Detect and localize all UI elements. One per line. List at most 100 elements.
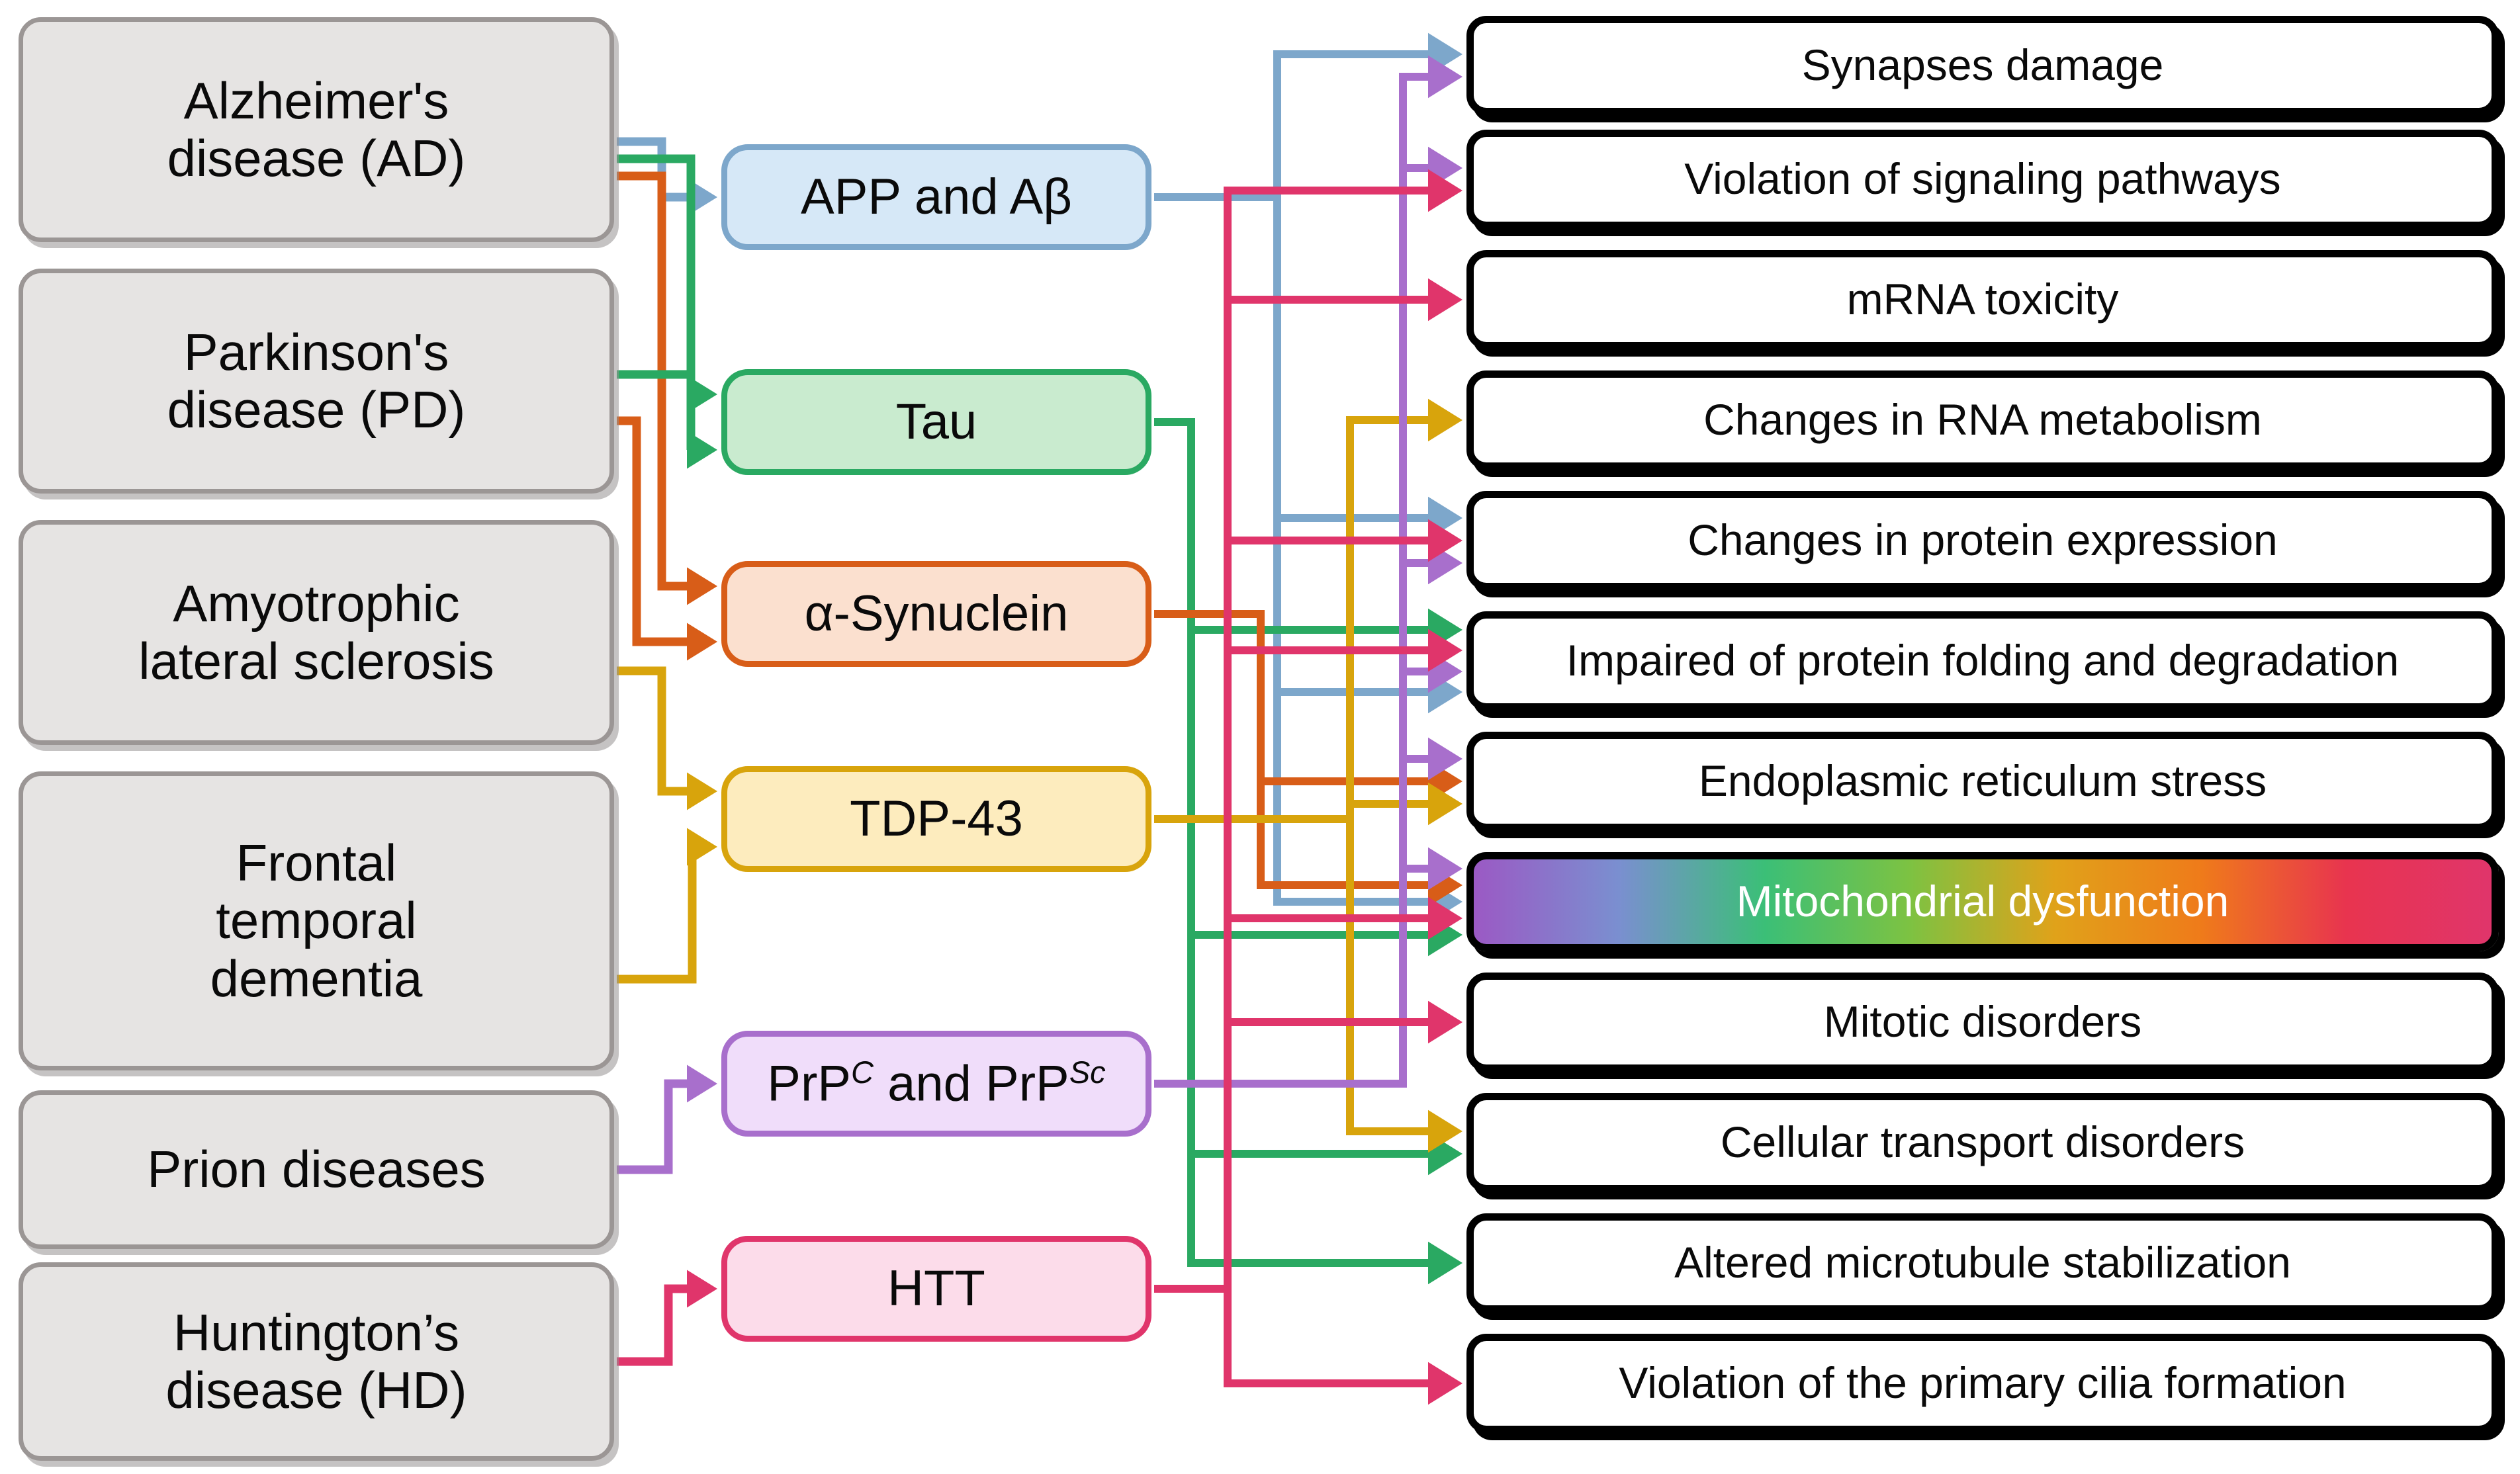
protein-node-tdp[interactable]: TDP-43 xyxy=(721,766,1151,872)
protein-label: HTT xyxy=(887,1260,985,1317)
connector-path xyxy=(1154,914,1433,1293)
arrow-head xyxy=(687,567,717,605)
outcome-node-o1[interactable]: Synapses damage xyxy=(1466,16,2499,115)
connector-path xyxy=(1154,193,1433,522)
outcome-label: Endoplasmic reticulum stress xyxy=(1698,756,2267,806)
connector-path xyxy=(617,171,691,591)
connector-path xyxy=(1154,755,1433,1088)
outcome-label: Impaired of protein folding and degradat… xyxy=(1566,636,2400,685)
arrow-head xyxy=(1428,650,1462,693)
outcome-node-o4[interactable]: Changes in RNA metabolism xyxy=(1466,370,2499,470)
connector-path xyxy=(617,842,697,984)
outcome-node-o11[interactable]: Altered microtubule stabilization xyxy=(1466,1213,2499,1313)
connector-path xyxy=(1154,1018,1433,1293)
connector-path xyxy=(1154,559,1433,1088)
connector-path xyxy=(617,416,691,646)
disease-node-prion[interactable]: Prion diseases xyxy=(19,1090,614,1249)
connector-path xyxy=(1154,646,1433,1293)
connector-path xyxy=(1154,187,1433,1293)
outcome-node-o6[interactable]: Impaired of protein folding and degradat… xyxy=(1466,611,2499,711)
protein-node-tau[interactable]: Tau xyxy=(721,369,1151,475)
outcome-label: Altered microtubule stabilization xyxy=(1674,1238,2291,1287)
connector-path xyxy=(1154,537,1433,1293)
outcome-node-o8[interactable]: Mitochondrial dysfunction xyxy=(1466,852,2499,951)
connector-path xyxy=(1154,50,1433,201)
arrow-head xyxy=(1428,146,1462,190)
arrow-head xyxy=(1428,169,1462,212)
connector-path xyxy=(1154,416,1433,823)
arrow-head xyxy=(1428,608,1462,652)
protein-node-prp[interactable]: PrPC and PrPSc xyxy=(721,1031,1151,1137)
disease-node-hd[interactable]: Huntington’s disease (HD) xyxy=(19,1262,614,1461)
arrow-head xyxy=(687,1270,717,1308)
connector-path xyxy=(617,370,696,450)
outcome-label: Violation of signaling pathways xyxy=(1684,154,2281,204)
connector-path xyxy=(617,1284,691,1366)
outcome-label: Violation of the primary cilia formation xyxy=(1619,1358,2347,1408)
arrow-head xyxy=(1428,1362,1462,1405)
arrow-head xyxy=(687,772,717,810)
protein-label: PrPC and PrPSc xyxy=(767,1055,1106,1112)
connector-path xyxy=(1154,73,1433,1088)
arrow-head xyxy=(1428,1109,1462,1153)
arrow-head xyxy=(687,1064,717,1103)
connector-path xyxy=(1154,418,1433,1267)
outcome-label: Changes in RNA metabolism xyxy=(1703,395,2262,445)
arrow-head xyxy=(687,828,717,866)
arrow-head xyxy=(1428,913,1462,957)
outcome-node-o5[interactable]: Changes in protein expression xyxy=(1466,491,2499,590)
protein-node-htt[interactable]: HTT xyxy=(721,1236,1151,1342)
connector-path xyxy=(617,137,691,202)
connector-path xyxy=(1154,164,1433,1088)
protein-node-asyn[interactable]: α-Synuclein xyxy=(721,561,1151,667)
arrow-head xyxy=(1428,496,1462,540)
protein-node-app[interactable]: APP and Aβ xyxy=(721,144,1151,250)
outcome-label: Changes in protein expression xyxy=(1688,515,2278,565)
disease-label: Alzheimer's disease (AD) xyxy=(167,71,466,187)
disease-label: Huntington’s disease (HD) xyxy=(165,1303,467,1419)
outcome-node-o3[interactable]: mRNA toxicity xyxy=(1466,250,2499,349)
connector-path xyxy=(1154,668,1433,1088)
arrow-head xyxy=(1428,1132,1462,1176)
connector-path xyxy=(617,1079,691,1174)
arrow-head xyxy=(1428,32,1462,76)
arrow-head xyxy=(1428,398,1462,442)
outcome-label: Mitochondrial dysfunction xyxy=(1736,877,2229,926)
arrow-head xyxy=(1428,880,1462,924)
protein-label: Tau xyxy=(895,394,977,451)
connector-path xyxy=(1154,1285,1433,1387)
connector-path xyxy=(1154,193,1433,906)
outcome-node-o12[interactable]: Violation of the primary cilia formation xyxy=(1466,1334,2499,1433)
connector-path xyxy=(1154,418,1433,634)
arrow-head xyxy=(1428,1241,1462,1285)
disease-node-pd[interactable]: Parkinson's disease (PD) xyxy=(19,269,614,494)
disease-node-ad[interactable]: Alzheimer's disease (AD) xyxy=(19,17,614,242)
disease-node-ftd[interactable]: Frontal temporal dementia xyxy=(19,771,614,1070)
arrow-head xyxy=(687,178,717,216)
connector-path xyxy=(1154,296,1433,1293)
disease-label: Prion diseases xyxy=(147,1140,486,1199)
arrow-head xyxy=(1428,629,1462,672)
connector-path xyxy=(1154,418,1433,1158)
disease-node-als[interactable]: Amyotrophic lateral sclerosis xyxy=(19,520,614,745)
outcome-label: Mitotic disorders xyxy=(1823,997,2142,1047)
outcome-node-o9[interactable]: Mitotic disorders xyxy=(1466,973,2499,1072)
outcome-node-o10[interactable]: Cellular transport disorders xyxy=(1466,1093,2499,1192)
connector-path xyxy=(1154,610,1433,889)
connector-path xyxy=(1154,193,1433,696)
outcome-label: mRNA toxicity xyxy=(1846,275,2119,324)
arrow-head xyxy=(1428,782,1462,826)
outcome-label: Synapses damage xyxy=(1801,40,2164,90)
arrow-head xyxy=(1428,519,1462,562)
connector-path xyxy=(617,666,691,796)
outcome-node-o7[interactable]: Endoplasmic reticulum stress xyxy=(1466,732,2499,831)
arrow-head xyxy=(1428,863,1462,907)
outcome-node-o2[interactable]: Violation of signaling pathways xyxy=(1466,130,2499,229)
outcome-label: Cellular transport disorders xyxy=(1720,1117,2245,1167)
connector-path xyxy=(1154,800,1433,823)
disease-label: Amyotrophic lateral sclerosis xyxy=(138,574,494,690)
arrow-head xyxy=(1428,847,1462,890)
protein-label: APP and Aβ xyxy=(801,169,1072,226)
arrow-head xyxy=(1428,55,1462,99)
